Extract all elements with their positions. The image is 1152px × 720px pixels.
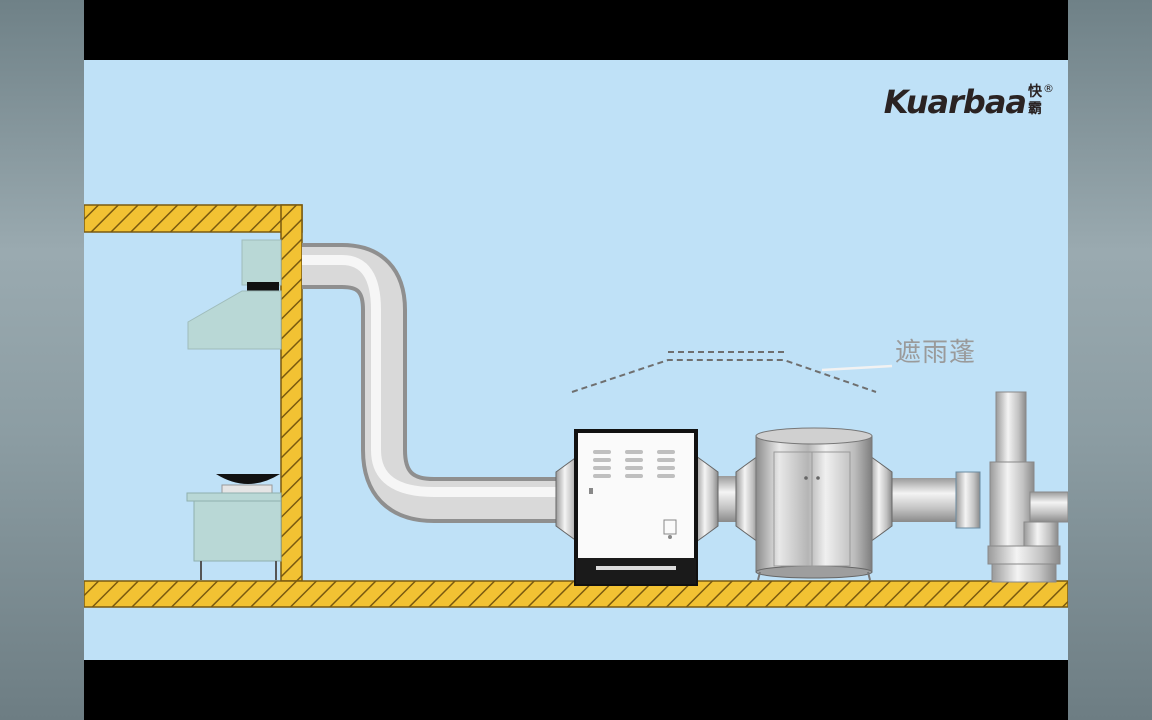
- exhaust-duct: [302, 243, 981, 529]
- brand-logo: Kuarbaa 快 霸 ®: [884, 80, 1054, 124]
- activated-carbon-box: [735, 427, 893, 581]
- rain-hood: [571, 351, 893, 393]
- rain-hood-label: 遮雨蓬: [895, 338, 977, 368]
- exhaust-fan: [987, 391, 1068, 583]
- logo-wordmark: Kuarbaa: [883, 83, 1027, 121]
- range-hood: [187, 239, 282, 350]
- stove: [186, 474, 282, 580]
- schematic-drawing: [84, 204, 1068, 608]
- right-border: [1068, 0, 1152, 720]
- registered-mark: ®: [1043, 82, 1054, 95]
- logo-cn-bottom: 霸: [1028, 101, 1042, 117]
- electrostatic-purifier: [555, 429, 719, 586]
- schematic-scene: Kuarbaa 快 霸 ® 遮雨蓬: [84, 60, 1068, 660]
- building-wall: [84, 204, 303, 582]
- logo-chinese: 快 霸: [1028, 84, 1042, 118]
- left-border: [0, 0, 84, 720]
- logo-cn-top: 快: [1028, 84, 1042, 100]
